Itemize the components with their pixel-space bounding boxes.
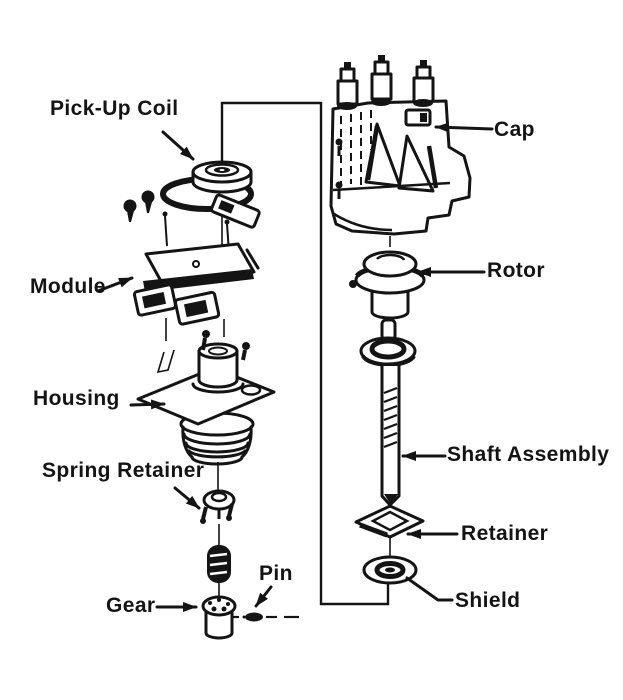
assembly-connector-line [220,101,390,606]
label-shield: Shield [455,589,521,612]
label-rotor: Rotor [487,259,545,282]
shield-drawing [362,555,418,585]
label-pick-up-coil: Pick-Up Coil [50,97,179,120]
label-spring-retainer: Spring Retainer [42,459,205,482]
housing-drawing [136,330,276,490]
leader-arrows [96,122,494,612]
module-arrow [96,276,134,293]
cap-drawing [329,55,472,247]
label-module: Module [30,275,106,298]
label-cap: Cap [494,118,535,141]
shaft-collar-drawing [359,318,417,367]
label-gear: Gear [106,594,156,617]
label-pin: Pin [259,562,293,585]
pin-drawing [231,612,299,622]
gear-drawing [201,595,237,640]
module-drawing [132,211,260,341]
label-shaft-assembly: Shaft Assembly [447,443,610,466]
pick-up-coil-drawing [160,160,261,248]
label-housing: Housing [33,387,120,410]
housing-arrow [129,399,166,410]
spring-retainer-arrow [173,486,201,510]
cap-arrow [434,122,494,133]
shield-leader-line [405,576,454,602]
shaft-assembly-drawing [380,364,401,507]
spring-retainer-drawing [200,489,236,545]
module-screws-drawing [123,190,155,222]
spring-drawing [207,545,231,600]
pin-arrow [254,585,273,608]
rotor-drawing [349,250,426,330]
retainer-drawing [354,504,425,556]
label-retainer: Retainer [461,522,549,545]
pick-up-coil-arrow [161,130,195,161]
